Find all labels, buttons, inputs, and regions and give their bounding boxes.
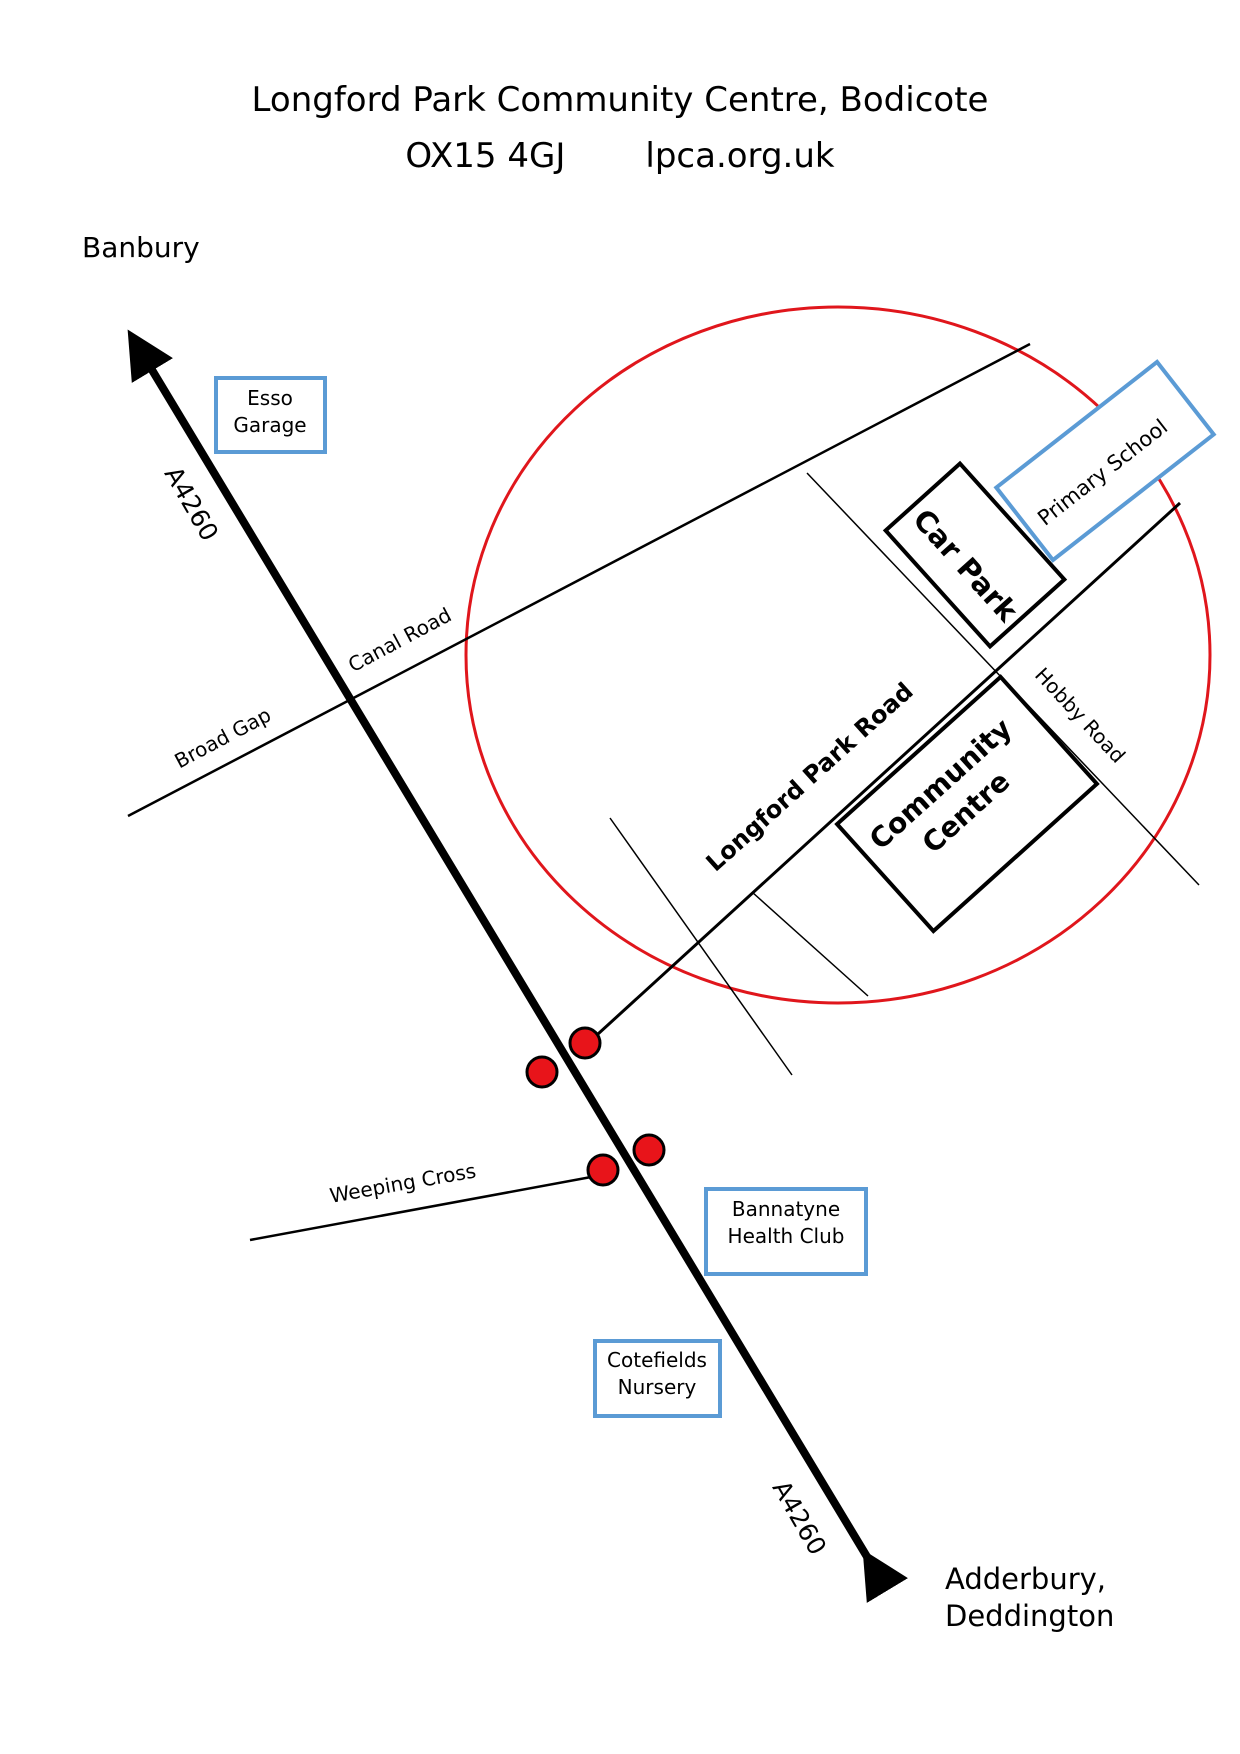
esso-garage-label-line2: Garage [233, 413, 306, 437]
a4260-main-road [127, 329, 908, 1603]
roundabout-marker [586, 1153, 620, 1187]
adderbury-label-line2: Deddington [945, 1599, 1114, 1633]
car-park-building [882, 460, 1068, 650]
bannatyne-label-line2: Health Club [728, 1224, 845, 1248]
bannatyne-health-club-box[interactable] [704, 1187, 868, 1276]
roundabout-marker [568, 1026, 602, 1060]
weeping-cross-label: Weeping Cross [328, 1158, 478, 1207]
broad-gap-label: Broad Gap [171, 702, 275, 773]
canal-road-label: Canal Road [344, 603, 455, 677]
adderbury-label-line1: Adderbury, [945, 1562, 1106, 1596]
community-centre-building [834, 674, 1100, 934]
side-road-east-line [751, 891, 869, 997]
website-link[interactable]: lpca.org.uk [645, 136, 835, 176]
bannatyne-label-line1: Bannatyne [732, 1197, 840, 1221]
cotefields-label-line2: Nursery [618, 1375, 697, 1399]
cotefields-label-line1: Cotefields [607, 1348, 707, 1372]
cotefields-nursery-box[interactable] [593, 1339, 722, 1418]
map-title: Longford Park Community Centre, Bodicote [251, 80, 989, 120]
esso-garage-box[interactable] [214, 376, 327, 454]
longford-park-road-line [596, 501, 1182, 1036]
postcode-label: OX15 4GJ [405, 136, 566, 176]
map-subtitle: OX15 4GJ lpca.org.uk [0, 136, 1240, 176]
esso-garage-label-line1: Esso [247, 386, 293, 410]
banbury-label: Banbury [82, 231, 200, 264]
roundabout-marker [525, 1055, 559, 1089]
roundabout-marker [632, 1133, 666, 1167]
primary-school-box[interactable] [993, 359, 1217, 563]
